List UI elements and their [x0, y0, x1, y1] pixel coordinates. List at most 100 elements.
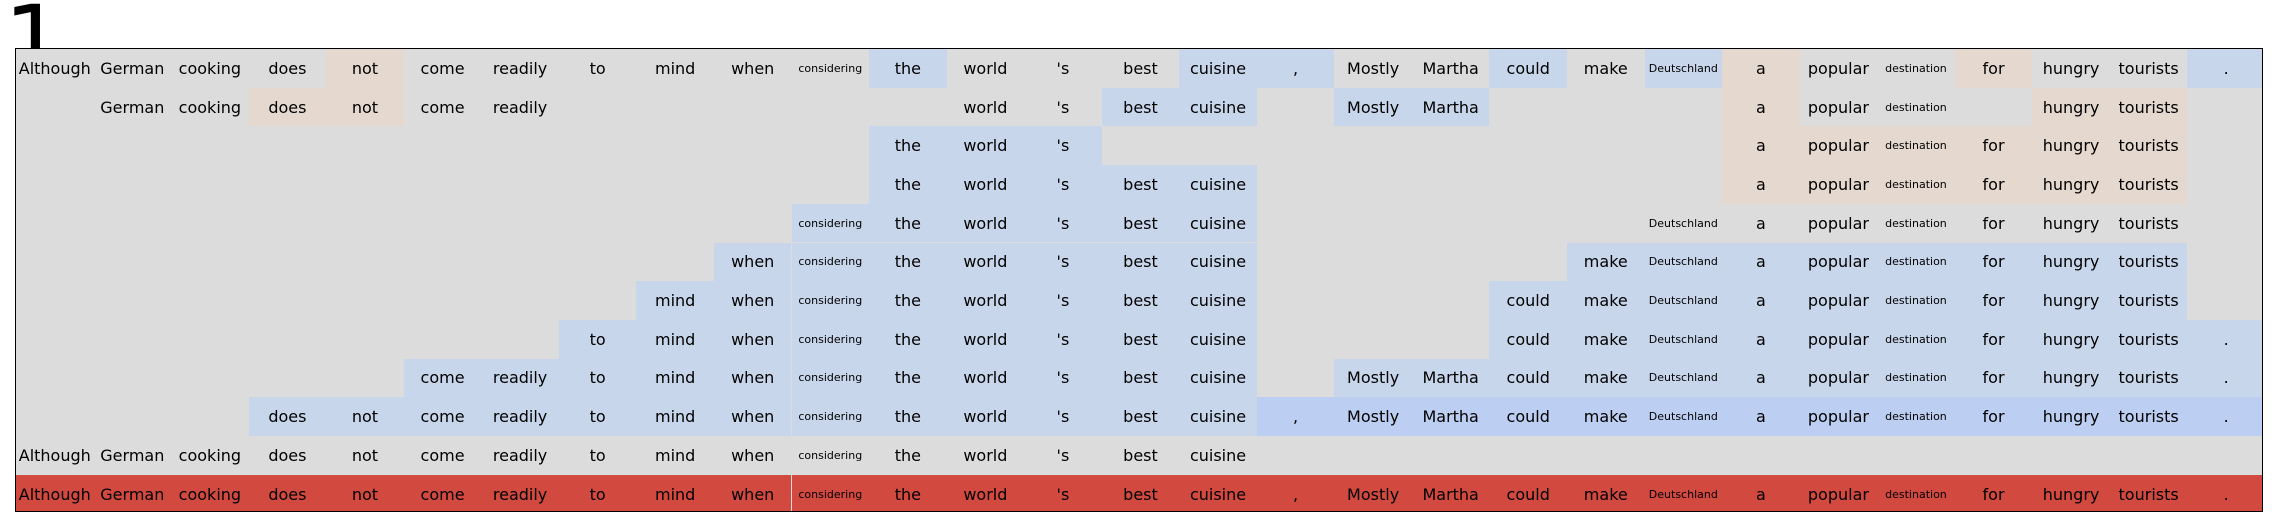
token-cell: .	[2187, 319, 2262, 359]
token-cell: mind	[636, 319, 714, 359]
token-cell: does	[268, 445, 307, 465]
token-cell: to	[589, 445, 606, 465]
token-cell: could	[1489, 49, 1567, 88]
token-cell: does	[248, 87, 327, 127]
token-cell: Martha	[1411, 358, 1490, 398]
token-cell: when	[731, 58, 775, 78]
token-cell: a	[1722, 474, 1800, 511]
token-cell: not	[326, 397, 404, 436]
token-cell: hungry	[2042, 213, 2100, 233]
token-cell: tourists	[2109, 319, 2188, 359]
token-cell: Although	[18, 445, 91, 465]
token-cell: for	[1982, 213, 2005, 233]
token-cell: considering	[791, 358, 870, 398]
token-cell: hungry	[2032, 474, 2110, 511]
token-cell: not	[326, 474, 404, 511]
token-cell: for	[1954, 126, 2033, 166]
token-cell: readily	[492, 445, 548, 465]
token-cell: Deutschland	[1644, 358, 1723, 398]
token-cell: destination	[1877, 126, 1955, 166]
token-cell: Deutschland	[1644, 319, 1723, 359]
token-cell: a	[1755, 213, 1766, 233]
token-cell: when	[713, 358, 792, 398]
token-cell: best	[1101, 87, 1180, 127]
token-cell: tourists	[2109, 397, 2188, 436]
token-cell: a	[1722, 242, 1800, 282]
token-cell: tourists	[2118, 213, 2179, 233]
token-cell: best	[1101, 281, 1180, 320]
token-cell: come	[420, 97, 465, 117]
token-cell: readily	[492, 58, 548, 78]
token-cell: cuisine	[1179, 474, 1257, 511]
token-cell: mind	[636, 397, 714, 436]
token-cell: world	[946, 397, 1025, 436]
token-cell: 's	[1024, 165, 1102, 204]
token-cell: cooking	[178, 445, 242, 465]
token-cell: tourists	[2109, 242, 2188, 282]
token-cell: could	[1489, 474, 1567, 511]
token-cell: mind	[636, 358, 714, 398]
token-cell: popular	[1799, 358, 1878, 398]
token-cell: considering	[791, 281, 870, 320]
token-cell: to	[558, 358, 637, 398]
token-cell: popular	[1807, 97, 1869, 117]
token-cell: considering	[798, 448, 863, 462]
token-cell: popular	[1799, 319, 1878, 359]
token-cell: cooking	[178, 58, 242, 78]
token-cell: best	[1101, 397, 1180, 436]
token-cell: hungry	[2032, 319, 2110, 359]
token-cell: a	[1722, 281, 1800, 320]
token-cell: does	[248, 397, 327, 436]
token-cell: make	[1567, 319, 1645, 359]
token-cell: mind	[655, 58, 696, 78]
token-cell: 's	[1024, 397, 1102, 436]
token-cell: Martha	[1411, 397, 1490, 436]
token-cell: make	[1567, 397, 1645, 436]
token-cell: hungry	[2032, 397, 2110, 436]
token-cell: for	[1954, 319, 2033, 359]
token-cell: the	[894, 445, 921, 465]
token-cell: world	[963, 445, 1008, 465]
token-cell: considering	[791, 319, 870, 359]
token-cell: popular	[1799, 165, 1878, 204]
token-cell: a	[1722, 397, 1800, 436]
token-cell: ,	[1256, 474, 1335, 511]
token-cell: 's	[1024, 203, 1102, 243]
token-cell: make	[1567, 358, 1645, 398]
token-cell: Mostly	[1347, 58, 1400, 78]
token-cell: come	[420, 445, 465, 465]
token-cell: destination	[1877, 165, 1955, 204]
token-cell: cuisine	[1179, 165, 1257, 204]
token-cell: could	[1489, 358, 1567, 398]
token-cell: German	[93, 474, 172, 511]
token-cell: 's	[1056, 97, 1070, 117]
token-cell: come	[420, 58, 465, 78]
token-cell: destination	[1877, 319, 1955, 359]
token-cell: for	[1954, 474, 2033, 511]
token-cell: German	[100, 445, 165, 465]
token-cell: destination	[1877, 474, 1955, 511]
token-cell: cooking	[171, 474, 249, 511]
token-cell: Deutschland	[1648, 216, 1718, 230]
token-cell: the	[869, 203, 947, 243]
token-cell: destination	[1877, 242, 1955, 282]
token-cell: Mostly	[1334, 87, 1412, 127]
token-cell: not	[326, 49, 404, 88]
token-cell: 's	[1024, 319, 1102, 359]
token-cell: destination	[1877, 358, 1955, 398]
token-cell: for	[1954, 281, 2033, 320]
token-cell: Deutschland	[1644, 242, 1723, 282]
token-cell: considering	[791, 242, 870, 282]
token-cell: cooking	[178, 97, 242, 117]
token-cell: tourists	[2109, 358, 2188, 398]
token-cell: best	[1101, 242, 1180, 282]
token-cell: the	[869, 397, 947, 436]
token-cell: considering	[791, 474, 870, 511]
token-cell: a	[1722, 49, 1800, 88]
token-cell: hungry	[2032, 358, 2110, 398]
token-cell: the	[869, 242, 947, 282]
token-cell: Deutschland	[1644, 474, 1723, 511]
token-cell: .	[2187, 397, 2262, 436]
token-cell: a	[1722, 165, 1800, 204]
